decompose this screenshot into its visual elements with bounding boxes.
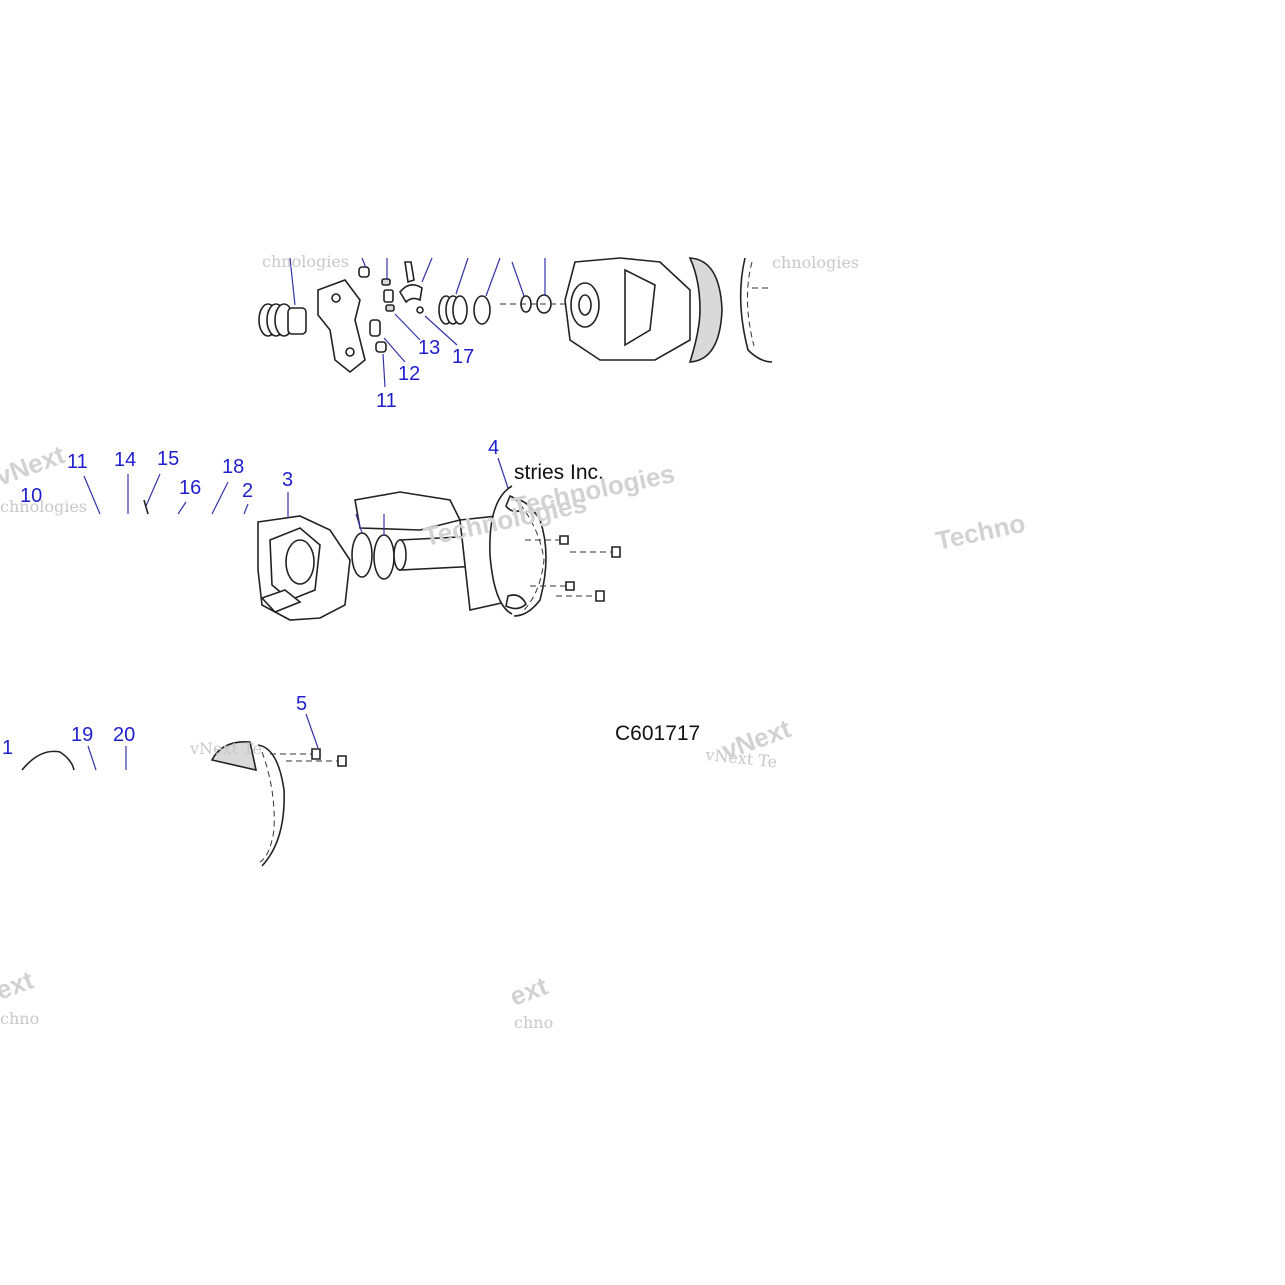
bottom-panel: 5 19 20 1 C601717 vNext Te vNext Te vNex… [0, 693, 795, 1032]
sheave-partial [21, 750, 75, 771]
ring-gear-bottom [210, 741, 285, 867]
drawing-code: C601717 [615, 722, 700, 745]
copyright-text: stries Inc. [514, 461, 604, 484]
ring-gear-top [739, 257, 773, 363]
callout-4: 4 [488, 437, 499, 459]
callout-3: 3 [282, 469, 293, 491]
watermark: ext [506, 970, 552, 1011]
moveable-sheave [564, 257, 691, 361]
watermark: vNext [0, 439, 69, 492]
callout-2: 2 [242, 480, 253, 502]
roller [369, 319, 381, 337]
fixed-sheave [257, 515, 351, 621]
watermark: chnologies [0, 497, 87, 516]
watermark: chnologies [262, 252, 349, 271]
callout-20: 20 [113, 724, 135, 746]
callout-11-top: 11 [376, 390, 397, 412]
callout-18: 18 [222, 456, 244, 478]
ring-gear-middle [489, 485, 547, 617]
roller [358, 266, 370, 278]
callout-1: 1 [2, 737, 13, 759]
watermark: Techno [933, 508, 1028, 556]
watermark: chno [0, 1009, 39, 1028]
middle-panel: 11 14 15 16 18 2 3 10 4 stries Inc. chno… [0, 437, 1028, 621]
callout-11-middle: 11 [67, 451, 88, 473]
watermark: chnologies [772, 253, 859, 272]
watermark: ext [0, 964, 38, 1005]
bushing [287, 307, 307, 335]
callout-15: 15 [157, 448, 179, 470]
sheave-disc [688, 257, 723, 363]
callout-16: 16 [179, 477, 201, 499]
roller [375, 341, 387, 353]
bolts-middle [525, 535, 621, 602]
callout-14: 14 [114, 449, 136, 471]
callout-5: 5 [296, 693, 307, 715]
ring [373, 534, 395, 580]
callout-12: 12 [398, 363, 420, 385]
spring-middle [438, 295, 468, 325]
cam-arm [317, 279, 366, 374]
watermark: vNext Te [189, 739, 262, 758]
callout-13: 13 [418, 337, 440, 359]
callout-10: 10 [20, 485, 42, 507]
callout-19: 19 [71, 724, 93, 746]
ring [351, 532, 373, 578]
watermark: chno [514, 1013, 553, 1032]
spring-left [258, 303, 294, 337]
callout-17: 17 [452, 346, 474, 368]
top-panel: 11 12 13 17 chnologies chnologies [258, 252, 859, 412]
